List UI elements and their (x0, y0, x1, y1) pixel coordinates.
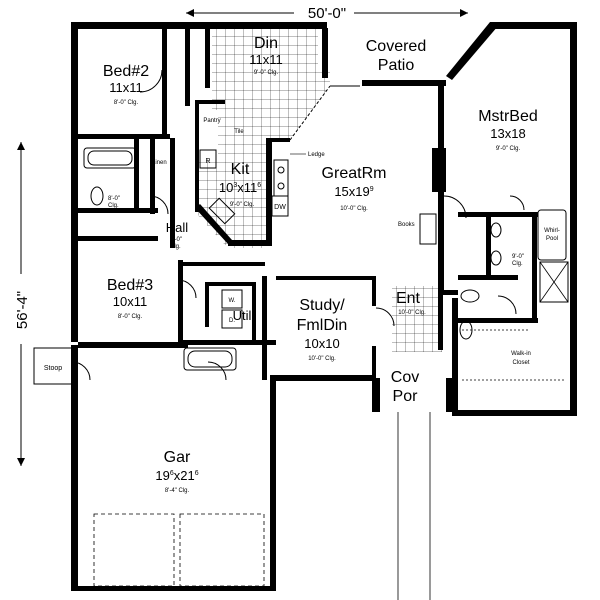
tile-floor (195, 28, 330, 248)
whirlpool-label-1: Whirl- (544, 228, 560, 234)
bath2-tub (83, 147, 137, 169)
kitchen-sink (208, 197, 236, 225)
whirlpool-tub (537, 209, 567, 261)
ledge-label: Ledge (308, 152, 325, 158)
gar-name: Gar (164, 449, 191, 466)
mbath-clg-2: Clg. (512, 261, 523, 267)
hall-clg-1: 9'-0" (170, 237, 182, 243)
door-swing (497, 295, 517, 315)
master-sink (490, 222, 502, 238)
master-sink (490, 250, 502, 266)
exterior-walls (71, 22, 577, 591)
stoop-box (33, 347, 73, 385)
great-name: GreatRm (322, 165, 387, 182)
mbath-clg-1: 9'-0" (512, 254, 524, 260)
hall-clg-2: Clg. (170, 244, 181, 250)
bath2-tub-inner (87, 150, 133, 166)
tile-label: Tile (234, 129, 244, 135)
kitchen-range (273, 159, 289, 197)
patio-name-1: Covered (366, 38, 426, 55)
kit-size: 103x116 (219, 180, 261, 195)
door-swing (71, 361, 91, 381)
door-swing (207, 361, 227, 381)
bed3-clg: 8'-0" Clg. (118, 314, 143, 320)
burner-icon (277, 166, 285, 174)
garage-door-left (93, 513, 175, 587)
bath2-clg-1: 8'-0" (108, 196, 120, 202)
door-swing (443, 195, 467, 219)
stoop-label: Stoop (44, 365, 62, 372)
washer-box (221, 289, 243, 309)
hall-bath-tub-inner (187, 350, 233, 368)
dryer-box (221, 309, 243, 329)
cov-name-1: Cov (391, 369, 419, 386)
cov-name-2: Por (393, 388, 419, 405)
door-swing (177, 279, 197, 299)
linen-label: Linen (152, 160, 167, 166)
hall-name: Hall (166, 220, 189, 235)
ent-clg: 10'-0" Clg. (398, 310, 426, 316)
ent-name: Ent (396, 290, 421, 307)
study-name-2: FmlDin (297, 317, 348, 334)
study-size: 10x10 (304, 336, 339, 351)
books-label: Books (398, 222, 415, 228)
din-size: 11x11 (249, 52, 283, 67)
mstr-name: MstrBed (478, 108, 538, 125)
gar-clg: 8'-4" Clg. (165, 488, 190, 494)
mstr-clg: 9'-0" Clg. (496, 146, 521, 152)
dryer-label: D. (229, 318, 235, 324)
din-name: Din (254, 35, 278, 52)
burner-icon (277, 182, 285, 190)
door-swing (139, 69, 163, 93)
depth-dimension-label: 56'-4" (14, 291, 31, 329)
study-name-1: Study/ (299, 297, 345, 314)
washer-label: W. (229, 298, 236, 304)
great-clg: 10'-0" Clg. (340, 206, 368, 212)
master-toilet (460, 289, 480, 303)
hall-bath-tub (183, 347, 237, 371)
pantry-label: Pantry (203, 118, 220, 124)
depth-dimension-line (10, 142, 32, 466)
kit-name: Kit (231, 161, 250, 178)
refrigerator-label: R (205, 158, 210, 165)
patio-dash (289, 85, 331, 141)
master-shower (539, 261, 569, 303)
mstr-size: 13x18 (490, 126, 525, 141)
bath2-clg-2: Clg. (108, 203, 119, 209)
garage-door-right (179, 513, 265, 587)
dishwasher-box (271, 195, 289, 217)
width-dimension-label: 50'-0" (308, 5, 346, 22)
bath2-toilet (90, 186, 104, 206)
entry-tile-floor (392, 286, 442, 352)
door-swing (375, 307, 395, 327)
bookshelf (419, 213, 437, 245)
width-dimension-line (186, 4, 468, 20)
dishwasher-label: DW (274, 204, 286, 211)
whirlpool-label-2: Pool (546, 236, 558, 242)
door-swing (509, 195, 525, 211)
walkin-label-1: Walk-in (511, 351, 531, 357)
walkin-label-2: Closet (512, 360, 529, 366)
bed3-size: 10x11 (113, 294, 147, 309)
util-name: Util (233, 308, 252, 323)
refrigerator-box (199, 149, 217, 169)
patio-name-2: Patio (378, 57, 415, 74)
kit-clg: 9'-0" Clg. (230, 202, 255, 208)
din-clg: 9'-0" Clg. (254, 70, 279, 76)
door-swing (149, 195, 169, 215)
bed3-name: Bed#3 (107, 277, 153, 294)
interior-walls (78, 28, 538, 380)
bed2-clg: 8'-0" Clg. (114, 100, 139, 106)
great-size: 15x199 (334, 184, 373, 199)
gar-size: 196x216 (155, 468, 198, 483)
shower-x (539, 261, 569, 303)
bed2-size: 11x11 (109, 80, 143, 95)
study-clg: 10'-0" Clg. (308, 356, 336, 362)
bed2-name: Bed#2 (103, 63, 149, 80)
